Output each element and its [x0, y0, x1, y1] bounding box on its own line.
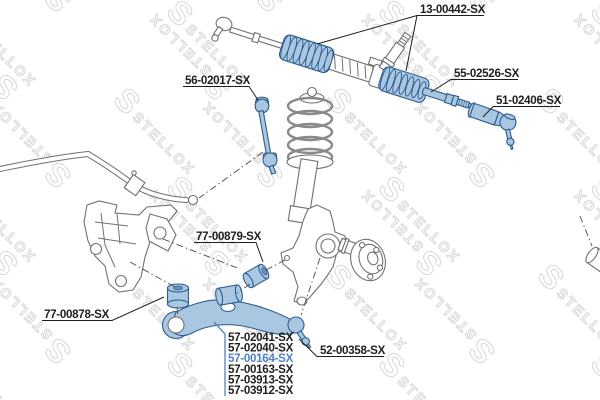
- list-item: 57-02041-SX: [228, 331, 294, 344]
- control-arm: [161, 284, 312, 349]
- control-arm-part-list: 57-02041-SX 57-02040-SX 57-00164-SX 57-0…: [228, 331, 294, 397]
- rear-bushing: [166, 283, 190, 309]
- assembly-axis-lines: [129, 151, 593, 318]
- label-front-bushing: 77-00879-SX: [196, 230, 262, 243]
- control-arm-list-bracket: [213, 321, 226, 396]
- stabilizer-link: [254, 96, 278, 175]
- svg-text:STELLOX: STELLOX: [342, 109, 411, 178]
- svg-text:S: S: [249, 0, 290, 19]
- label-inner-tie-rod: 55-02526-SX: [454, 67, 520, 80]
- label-rack-boots: 13-00442-SX: [420, 3, 486, 16]
- label-stabilizer-link: 56-02017-SX: [185, 74, 251, 87]
- rack-boot-left: [278, 34, 335, 74]
- list-item: 57-03912-SX: [228, 384, 294, 397]
- strut-top-mount: [306, 86, 318, 98]
- svg-text:STELLOX: STELLOX: [0, 373, 40, 400]
- svg-text:STELLOX: STELLOX: [410, 274, 479, 343]
- tie-rod-end-left: [211, 16, 233, 42]
- control-arm-front-sleeve: [215, 284, 243, 306]
- front-bushing: [242, 263, 270, 289]
- svg-text:STELLOX: STELLOX: [554, 109, 600, 178]
- wheel-hub: [350, 238, 386, 282]
- label-ball-joint: 52-00358-SX: [320, 344, 386, 357]
- list-item: 57-02040-SX: [228, 342, 294, 355]
- svg-text:STELLOX: STELLOX: [0, 98, 55, 167]
- svg-text:STELLOX: STELLOX: [554, 285, 600, 354]
- stabilizer-bar: [0, 150, 199, 206]
- label-tie-rod-end: 51-02406-SX: [496, 94, 562, 107]
- list-item: 57-00163-SX: [228, 363, 294, 376]
- stabilizer-bar-clamp: [123, 173, 146, 197]
- steering-knuckle: [280, 204, 348, 306]
- svg-text:STELLOX: STELLOX: [130, 109, 199, 178]
- svg-text:STELLOX: STELLOX: [395, 373, 464, 400]
- tie-rod-end: [467, 102, 517, 150]
- list-item-highlighted: 57-00164-SX: [228, 352, 294, 365]
- ball-joint: [287, 316, 312, 349]
- steering-rack: [228, 26, 480, 112]
- svg-text:S: S: [584, 345, 600, 386]
- subframe: [83, 200, 178, 293]
- label-rear-bushing: 77-00878-SX: [44, 308, 110, 321]
- svg-text:S: S: [37, 0, 78, 19]
- label-leaders: [42, 15, 560, 396]
- coil-spring: [286, 96, 334, 167]
- edge-fragment-part: [585, 246, 600, 273]
- list-item: 57-03913-SX: [228, 373, 294, 386]
- rack-pinion-shaft: [378, 31, 412, 74]
- rack-boot-right: [378, 66, 430, 103]
